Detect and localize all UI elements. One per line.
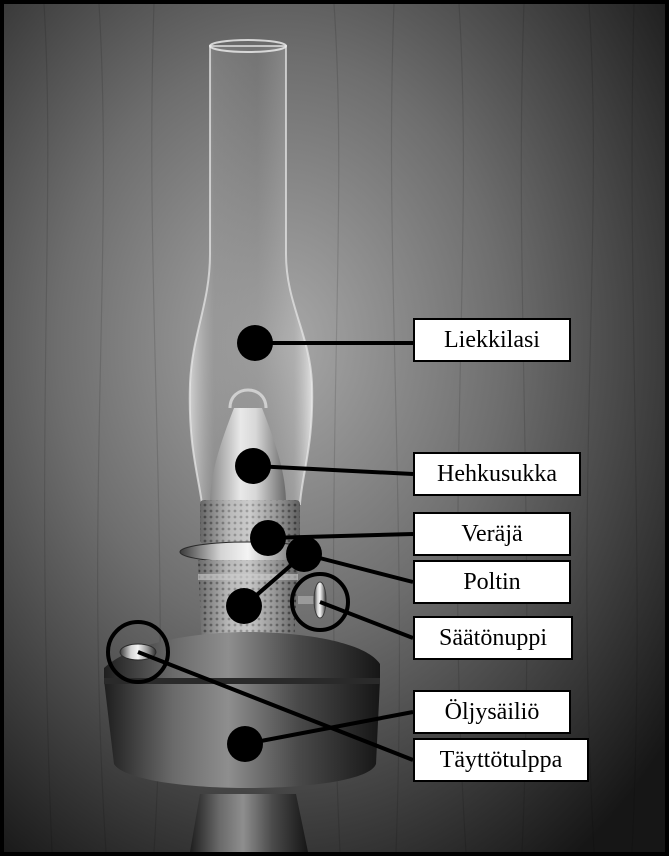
callout-veraja [250,520,413,556]
callout-oljysailio [227,712,413,762]
dot-marker-poltin-secondary [226,588,262,624]
label-tayttotulppa: Täyttötulppa [413,738,589,782]
dot-marker-liekkilasi [237,325,273,361]
dot-marker-veraja [250,520,286,556]
label-liekkilasi: Liekkilasi [413,318,571,362]
leader-line-veraja [268,534,413,538]
label-oljysailio: Öljysäiliö [413,690,571,734]
label-saatonuppi: Säätönuppi [413,616,573,660]
callout-saatonuppi [292,574,413,638]
dot-marker-oljysailio [227,726,263,762]
label-poltin: Poltin [413,560,571,604]
leader-line-tayttotulppa [138,652,413,760]
dot-marker-hehkusukka [235,448,271,484]
leader-line-saatonuppi [320,602,413,638]
callout-liekkilasi [237,325,413,361]
leader-line-hehkusukka [253,466,413,474]
label-veraja: Veräjä [413,512,571,556]
callout-hehkusukka [235,448,413,484]
label-hehkusukka: Hehkusukka [413,452,581,496]
